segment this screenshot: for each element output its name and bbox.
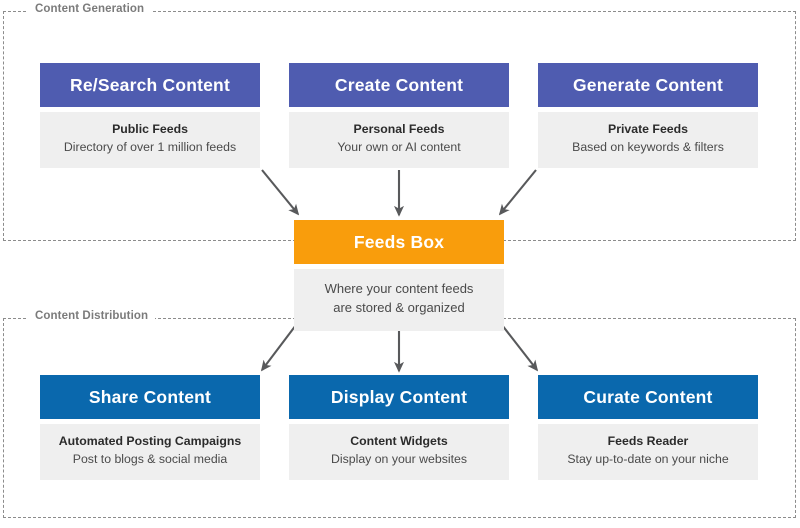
card-create-content-description: Your own or AI content (337, 139, 461, 154)
card-generate-content-header[interactable]: Generate Content (538, 63, 758, 107)
card-curate-content-description: Stay up-to-date on your niche (567, 451, 729, 466)
card-share-content-subtitle: Automated Posting Campaigns (58, 434, 242, 448)
card-generate-content-description: Based on keywords & filters (572, 139, 724, 154)
card-display-content-header[interactable]: Display Content (289, 375, 509, 419)
card-share-content-description: Post to blogs & social media (72, 451, 228, 466)
card-share-content-header[interactable]: Share Content (40, 375, 260, 419)
card-generate-content-subtitle: Private Feeds (608, 122, 688, 136)
card-display-content-description: Display on your websites (330, 451, 467, 466)
card-create-content[interactable]: Create Content Personal Feeds Your own o… (289, 63, 509, 168)
card-display-content[interactable]: Display Content Content Widgets Display … (289, 375, 509, 480)
card-research-content-subtitle: Public Feeds (112, 122, 188, 136)
card-display-content-body: Content Widgets Display on your websites (289, 424, 509, 480)
card-feeds-box-description-line2: are stored & organized (333, 299, 465, 315)
card-generate-content[interactable]: Generate Content Private Feeds Based on … (538, 63, 758, 168)
card-feeds-box-body: Where your content feeds are stored & or… (294, 269, 504, 331)
card-curate-content-subtitle: Feeds Reader (607, 434, 689, 448)
card-research-content-body: Public Feeds Directory of over 1 million… (40, 112, 260, 168)
card-create-content-body: Personal Feeds Your own or AI content (289, 112, 509, 168)
card-research-content-description: Directory of over 1 million feeds (63, 139, 237, 154)
card-display-content-subtitle: Content Widgets (350, 434, 448, 448)
card-share-content[interactable]: Share Content Automated Posting Campaign… (40, 375, 260, 480)
section-label-content-generation: Content Generation (28, 3, 152, 15)
card-feeds-box[interactable]: Feeds Box Where your content feeds are s… (294, 220, 504, 331)
card-feeds-box-header[interactable]: Feeds Box (294, 220, 504, 264)
card-generate-content-body: Private Feeds Based on keywords & filter… (538, 112, 758, 168)
card-curate-content-body: Feeds Reader Stay up-to-date on your nic… (538, 424, 758, 480)
card-feeds-box-description-line1: Where your content feeds (324, 281, 474, 296)
card-curate-content-header[interactable]: Curate Content (538, 375, 758, 419)
card-create-content-header[interactable]: Create Content (289, 63, 509, 107)
card-share-content-body: Automated Posting Campaigns Post to blog… (40, 424, 260, 480)
card-create-content-subtitle: Personal Feeds (353, 122, 445, 136)
section-label-content-distribution: Content Distribution (28, 310, 156, 322)
card-research-content[interactable]: Re/Search Content Public Feeds Directory… (40, 63, 260, 168)
card-curate-content[interactable]: Curate Content Feeds Reader Stay up-to-d… (538, 375, 758, 480)
card-research-content-header[interactable]: Re/Search Content (40, 63, 260, 107)
